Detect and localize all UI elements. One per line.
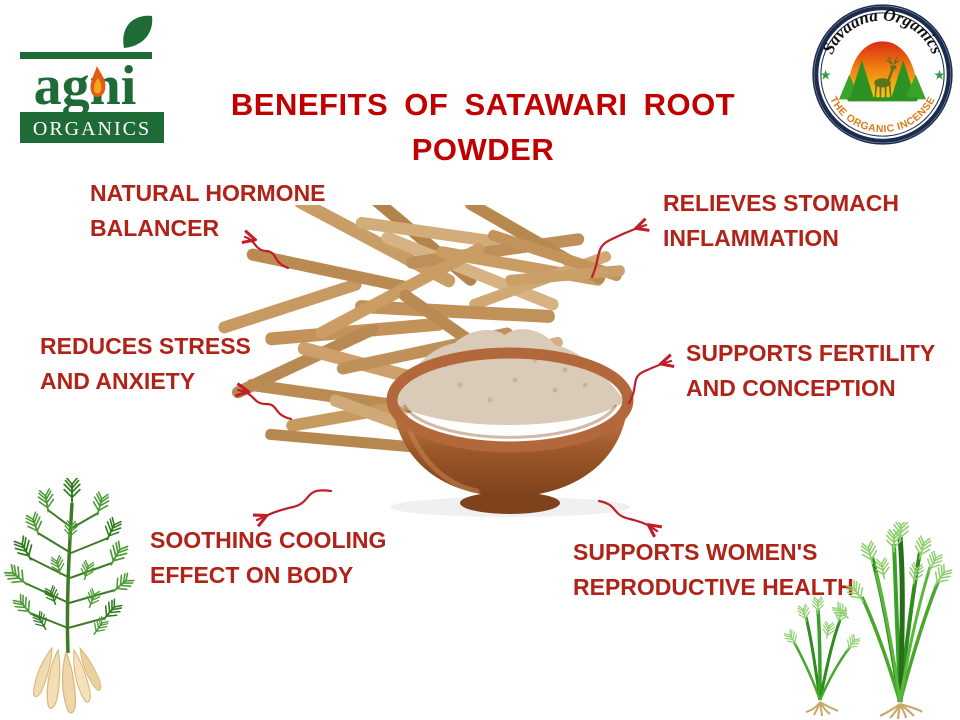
- savaana-star-icon-left: ★: [820, 68, 832, 83]
- satawari-powder: [395, 329, 625, 425]
- benefit-label-soothing-cooling-effect: SOOTHING COOLING EFFECT ON BODY: [150, 523, 386, 593]
- benefit-label-reduces-stress-anxiety: REDUCES STRESS AND ANXIETY: [40, 329, 251, 399]
- savaana-trees-icon: [839, 60, 926, 102]
- benefit-line: SUPPORTS WOMEN'S: [573, 539, 818, 565]
- benefit-label-relieves-stomach-inflammation: RELIEVES STOMACH INFLAMMATION: [663, 186, 899, 256]
- benefit-label-natural-hormone-balancer: NATURAL HORMONE BALANCER: [90, 176, 326, 246]
- benefit-line: SOOTHING COOLING: [150, 527, 387, 553]
- plant-illustration-left: [2, 478, 137, 715]
- benefit-line: REPRODUCTIVE HEALTH: [573, 574, 854, 600]
- benefit-line: AND CONCEPTION: [686, 375, 896, 401]
- benefit-line: BALANCER: [90, 215, 220, 241]
- plant-illustration-right: [782, 522, 955, 720]
- savaana-star-icon-right: ★: [933, 68, 945, 83]
- plant-left-tuber-roots: [29, 645, 104, 715]
- agni-headline-bar: [20, 52, 152, 59]
- agni-logo: agni ORGANICS: [20, 15, 164, 143]
- plant-right-large-clump: [829, 522, 955, 720]
- agni-organics-banner: [20, 112, 164, 143]
- benefit-label-supports-womens-health: SUPPORTS WOMEN'S REPRODUCTIVE HEALTH: [573, 535, 854, 605]
- plant-right-small-clump: [782, 596, 862, 717]
- benefit-line: INFLAMMATION: [663, 225, 839, 251]
- benefit-line: AND ANXIETY: [40, 368, 196, 394]
- benefit-line: REDUCES STRESS: [40, 333, 251, 359]
- agni-organics-label: ORGANICS: [33, 118, 151, 140]
- agni-flame-icon: [90, 66, 106, 97]
- benefit-line: SUPPORTS FERTILITY: [686, 340, 936, 366]
- savaana-deer-icon: [874, 56, 900, 99]
- plant-left-foliage: [2, 478, 137, 654]
- poster-title-line-2: POWDER: [411, 132, 555, 167]
- benefit-line: EFFECT ON BODY: [150, 562, 354, 588]
- benefit-line: RELIEVES STOMACH: [663, 190, 899, 216]
- agni-leaf-icon: [123, 15, 153, 48]
- benefit-line: NATURAL HORMONE: [90, 180, 326, 206]
- agni-wordmark: agni: [34, 55, 137, 117]
- savaana-logo: Savaana Organics ★ ★ THE ORGANIC INCENSE: [812, 4, 953, 145]
- powder-bowl: [386, 329, 634, 517]
- benefit-label-supports-fertility-conception: SUPPORTS FERTILITY AND CONCEPTION: [686, 336, 935, 406]
- central-illustration-roots-and-powder-bowl: [218, 205, 634, 517]
- poster-title-line-1: BENEFITS OF SATAWARI ROOT: [230, 87, 736, 122]
- poster-title: BENEFITS OF SATAWARI ROOT POWDER: [228, 82, 738, 172]
